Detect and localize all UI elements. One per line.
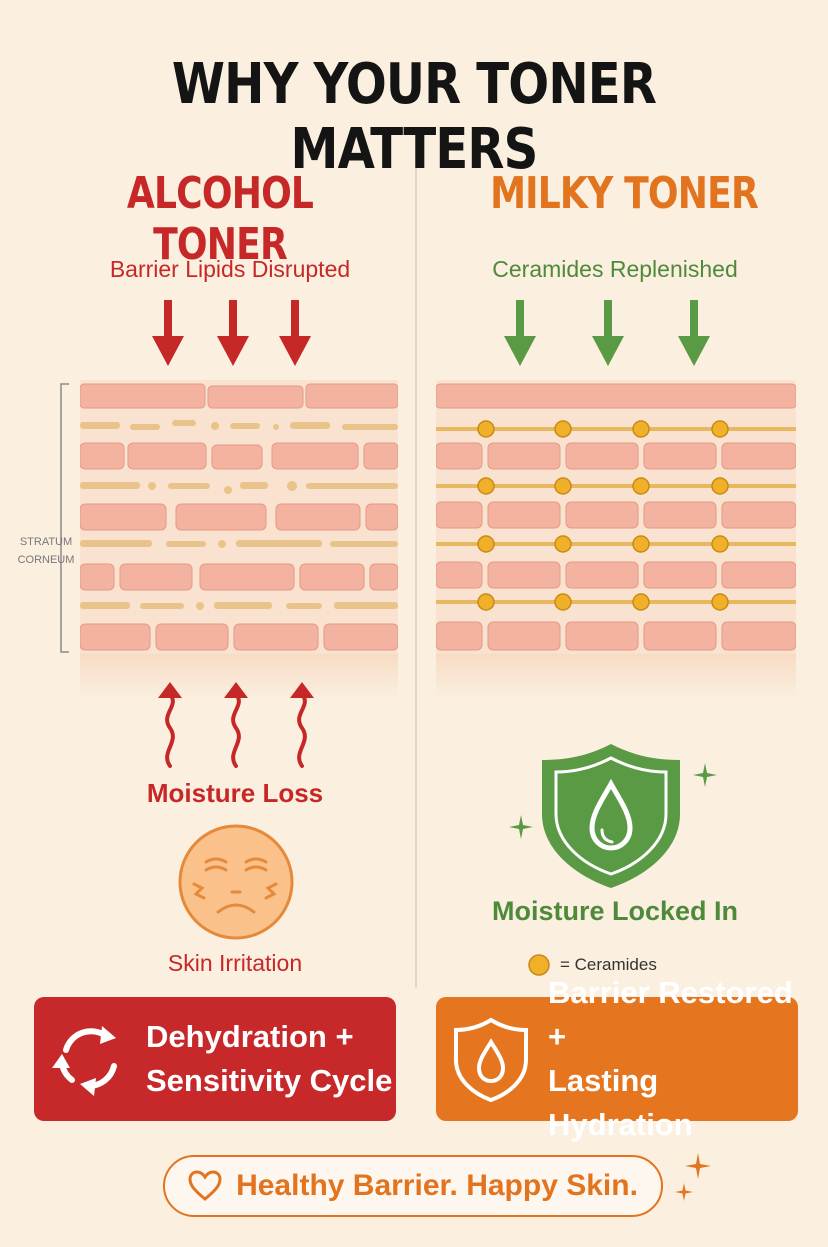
footer-pill: Healthy Barrier. Happy Skin. bbox=[163, 1155, 663, 1217]
down-arrow-icon bbox=[152, 300, 184, 366]
stratum-line1: STRATUM bbox=[19, 536, 73, 548]
shield-droplet-icon bbox=[542, 744, 680, 888]
skin-irritation-label: Skin Irritation bbox=[167, 950, 303, 976]
ceramide-ball-icon bbox=[528, 954, 550, 976]
down-arrow-icon bbox=[217, 300, 249, 366]
moisture-loss-label: Moisture Loss bbox=[146, 778, 324, 808]
wavy-up-arrow-icon bbox=[231, 692, 241, 768]
sparkle-icon bbox=[509, 815, 533, 839]
disrupted-skin-layers bbox=[80, 380, 398, 700]
sparkle-icon bbox=[675, 1183, 693, 1201]
wavy-up-arrow-icon bbox=[297, 692, 307, 768]
barrier-line1: Barrier Restored + bbox=[548, 975, 793, 1054]
stratum-bracket bbox=[60, 383, 69, 653]
moisture-locked-label: Moisture Locked In bbox=[491, 896, 739, 926]
barrier-lipids-label: Barrier Lipids Disrupted bbox=[109, 256, 351, 282]
ceramides-replenished-label: Ceramides Replenished bbox=[492, 256, 738, 282]
cycle-icon bbox=[52, 1026, 117, 1096]
stratum-line2: CORNEUM bbox=[17, 554, 75, 566]
ceramide-legend: = Ceramides bbox=[526, 952, 657, 978]
healthy-skin-layers bbox=[436, 380, 796, 700]
down-arrow-icon bbox=[678, 300, 710, 366]
milky-toner-heading: MILKY TONER bbox=[490, 168, 759, 219]
stratum-corneum-label: STRATUM CORNEUM bbox=[14, 533, 78, 569]
sparkle-icon bbox=[693, 763, 717, 787]
down-arrow-icon bbox=[504, 300, 536, 366]
page-title: WHY YOUR TONER MATTERS bbox=[171, 52, 657, 182]
down-arrow-icon bbox=[592, 300, 624, 366]
footer-text: Healthy Barrier. Happy Skin. bbox=[236, 1169, 638, 1202]
moisture-loss-arrows bbox=[158, 682, 314, 768]
sparkle-icon bbox=[685, 1153, 711, 1179]
green-down-arrows bbox=[504, 300, 710, 366]
dehydration-line2: Sensitivity Cycle bbox=[146, 1063, 393, 1098]
column-divider bbox=[415, 168, 417, 988]
barrier-line2: Lasting Hydration bbox=[548, 1063, 693, 1142]
heart-icon bbox=[188, 1170, 222, 1201]
irritated-face-icon bbox=[178, 824, 294, 940]
wavy-up-arrow-icon bbox=[165, 692, 175, 768]
barrier-restored-banner-text: Barrier Restored + Lasting Hydration bbox=[548, 971, 798, 1147]
barrier-restored-banner: Barrier Restored + Lasting Hydration bbox=[436, 975, 798, 1142]
red-down-arrows bbox=[152, 300, 311, 366]
dehydration-banner-text: Dehydration + Sensitivity Cycle bbox=[146, 1015, 392, 1103]
alcohol-toner-heading: ALCOHOL TONER bbox=[126, 168, 314, 270]
shield-droplet-icon bbox=[454, 1017, 528, 1103]
down-arrow-icon bbox=[279, 300, 311, 366]
legend-label: = Ceramides bbox=[560, 955, 657, 974]
dehydration-line1: Dehydration + bbox=[146, 1019, 354, 1054]
dehydration-banner: Dehydration + Sensitivity Cycle bbox=[34, 997, 396, 1121]
